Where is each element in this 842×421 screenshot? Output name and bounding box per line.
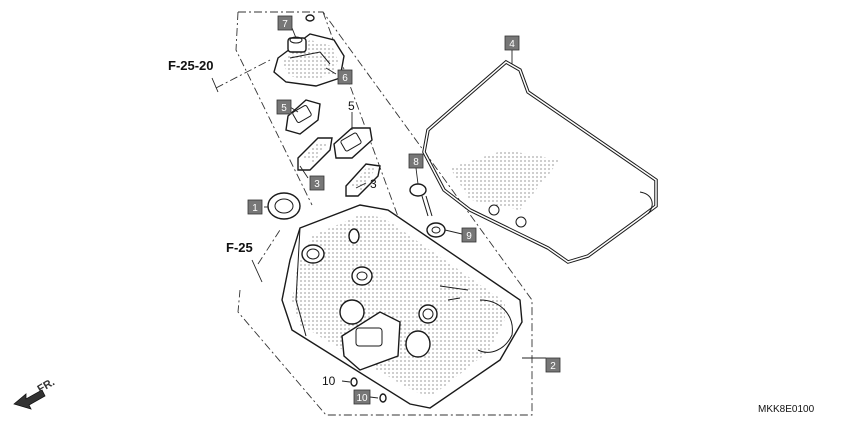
breather-plate-right [333, 127, 373, 159]
svg-text:10: 10 [322, 374, 336, 388]
svg-text:7: 7 [282, 19, 288, 30]
separator-plate-right [345, 163, 381, 197]
svg-text:3: 3 [370, 177, 377, 191]
cover-bolt [409, 183, 433, 217]
svg-text:3: 3 [314, 179, 320, 190]
callout-10-boxed: 10 [353, 389, 371, 405]
bolt-head [305, 14, 315, 22]
front-direction-marker: FR. [13, 376, 57, 410]
sealing-washer [426, 222, 446, 238]
svg-text:FR.: FR. [36, 376, 57, 395]
callout-6: 6 [337, 69, 353, 85]
leader-lines [211, 27, 546, 399]
stud-lower [379, 393, 387, 403]
svg-text:5: 5 [281, 103, 287, 114]
callout-7: 7 [277, 15, 293, 31]
reference-label-upper: F-25-20 [168, 58, 214, 73]
separator-plate-left [297, 137, 333, 171]
callout-1: 1 [247, 199, 263, 215]
callout-5-boxed: 5 [276, 99, 292, 115]
svg-text:5: 5 [348, 99, 355, 113]
callout-4: 4 [504, 35, 520, 51]
svg-text:2: 2 [550, 361, 556, 372]
breather-plate-left [285, 99, 321, 135]
callout-2: 2 [545, 357, 561, 373]
callout-9: 9 [461, 227, 477, 243]
callout-8: 8 [408, 153, 424, 169]
head-cover-gasket [422, 59, 658, 264]
svg-text:6: 6 [342, 73, 348, 84]
cylinder-head-cover [281, 204, 523, 409]
callout-5-plain: 5 [348, 99, 355, 113]
svg-text:10: 10 [356, 393, 368, 404]
diagram-code: MKK8E0100 [758, 404, 815, 415]
grommet [267, 192, 301, 220]
reference-label-lower: F-25 [226, 240, 253, 255]
svg-text:8: 8 [413, 157, 419, 168]
callout-3-plain: 3 [370, 177, 377, 191]
svg-text:1: 1 [252, 203, 258, 214]
callout-3-boxed: 3 [309, 175, 325, 191]
callout-10-plain: 10 [322, 374, 336, 388]
svg-text:9: 9 [466, 231, 472, 242]
svg-text:4: 4 [509, 39, 515, 50]
stud-upper [350, 377, 358, 387]
breather-cover [273, 14, 345, 87]
